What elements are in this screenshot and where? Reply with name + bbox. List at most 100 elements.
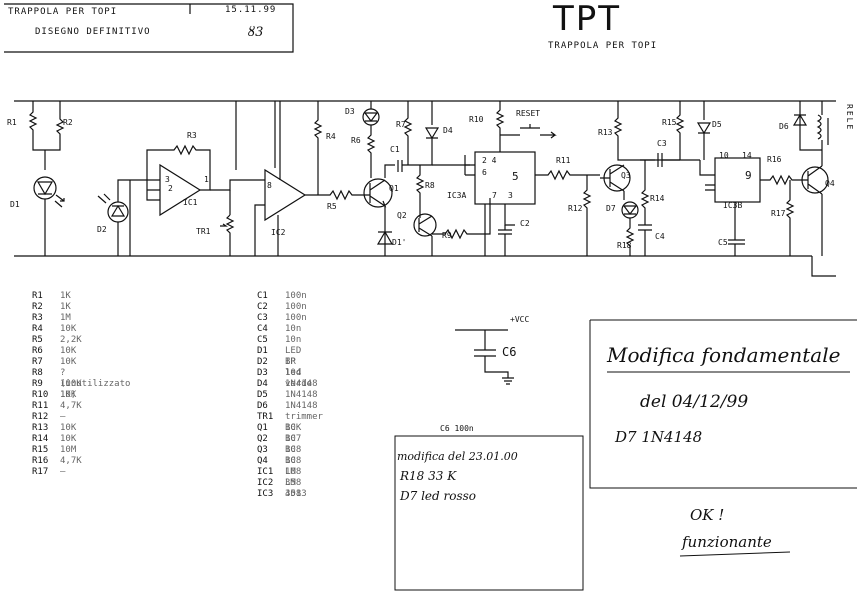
part-value: LM 358	[285, 478, 302, 499]
mod-ok-2: funzionante	[682, 533, 772, 551]
label-r13: R13	[598, 128, 613, 137]
label-vcc: +VCC	[510, 315, 530, 324]
note-line-1: modifica del 23.01.00	[397, 450, 518, 463]
relay-coil	[816, 101, 823, 150]
part-ref: IC2	[257, 478, 274, 488]
label-ic2: IC2	[271, 228, 286, 237]
part-value: 10K	[60, 324, 77, 334]
label-d4: D4	[443, 126, 453, 135]
label-r2: R2	[63, 118, 73, 127]
r12	[582, 175, 592, 256]
label-r15: R15	[662, 118, 677, 127]
parts-row: R8? (inutilizzato 1K)	[32, 368, 130, 400]
mod-line: D7 1N4148	[615, 428, 703, 446]
label-rele: RELE	[845, 104, 854, 132]
r7	[403, 101, 413, 165]
d1-ir-led	[33, 176, 57, 200]
part-ref: R7	[32, 357, 43, 367]
page-subtitle: TRAPPOLA PER TOPI	[548, 41, 658, 51]
part-value: 10n	[285, 335, 302, 345]
part-ref: D2	[257, 357, 268, 367]
note-header: C6 100n	[440, 424, 474, 433]
parts-row: IC2 LM 358	[257, 478, 301, 499]
part-ref: TR1	[257, 412, 274, 422]
part-ref: R9	[32, 379, 43, 389]
pin-14: 14	[742, 151, 752, 160]
part-value: 1N4148	[285, 390, 318, 400]
part-value: 1M	[60, 313, 71, 323]
part-value: 100K	[60, 379, 82, 389]
d4	[420, 101, 440, 166]
part-ref: R11	[32, 401, 49, 411]
note-line-2: R18 33 K	[400, 469, 457, 483]
reset-switch	[500, 124, 557, 139]
r11	[484, 169, 600, 256]
label-d5: D5	[712, 120, 722, 129]
part-ref: Q1	[257, 423, 268, 433]
r4	[313, 101, 323, 195]
part-ref: D5	[257, 390, 268, 400]
d3-led	[362, 108, 380, 126]
part-value: 10K	[60, 434, 77, 444]
label-d3: D3	[345, 107, 355, 116]
pin-2: 2	[168, 184, 173, 193]
part-value: 100n	[285, 291, 307, 301]
label-r8: R8	[425, 181, 435, 190]
label-r3: R3	[187, 131, 197, 140]
d6	[792, 101, 822, 151]
part-value: BC 108	[285, 445, 302, 466]
d7-led	[621, 201, 639, 219]
label-q4: Q4	[825, 179, 835, 188]
part-ref: R14	[32, 434, 49, 444]
label-d1-prime: D1'	[392, 238, 407, 247]
c1	[384, 160, 420, 178]
part-value: 10K	[60, 390, 77, 400]
parts-row: R14 10K	[32, 434, 76, 445]
label-q2: Q2	[397, 211, 407, 220]
label-c5: C5	[718, 238, 728, 247]
r14-c4	[638, 160, 652, 256]
c2	[498, 225, 512, 256]
part-value: 1K	[60, 302, 71, 312]
parts-row: C5 10n	[257, 335, 301, 346]
part-value: 4,7K	[60, 456, 82, 466]
label-r12: R12	[568, 204, 583, 213]
title-date: 15.11.99	[225, 5, 277, 15]
parts-row: D5 1N4148	[257, 390, 318, 401]
part-ref: D3	[257, 368, 268, 378]
title-line-2: DISEGNO DEFINITIVO	[35, 27, 151, 37]
label-reset: RESET	[516, 109, 541, 118]
label-d6: D6	[779, 122, 789, 131]
part-ref: R13	[32, 423, 49, 433]
ic3b-flipflop	[714, 157, 761, 203]
pin-3: 3	[165, 175, 170, 184]
label-r4: R4	[326, 132, 336, 141]
label-r16: R16	[767, 155, 782, 164]
part-value: 10n	[285, 324, 302, 334]
label-r9: R9	[442, 231, 452, 240]
part-ref: R8	[32, 368, 43, 378]
label-c3: C3	[657, 139, 667, 148]
label-r6: R6	[351, 136, 361, 145]
part-ref: R17	[32, 467, 49, 477]
label-ic1: IC1	[183, 198, 198, 207]
part-ref: C5	[257, 335, 268, 345]
pin-6: 6	[482, 168, 487, 177]
part-value: BC 108	[285, 434, 302, 455]
pin-24: 2 4	[482, 156, 497, 165]
